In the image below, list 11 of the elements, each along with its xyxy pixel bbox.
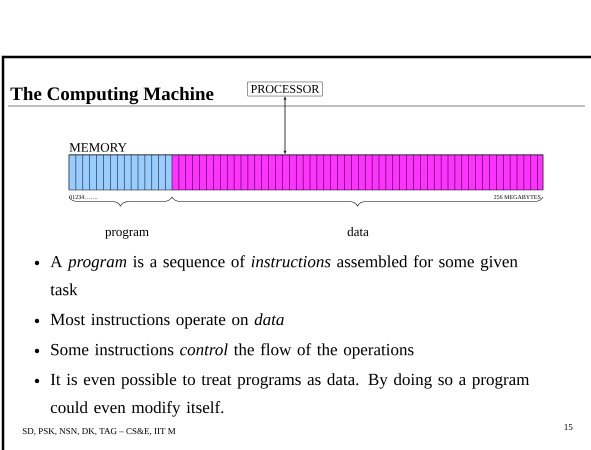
processor-box: PROCESSOR: [247, 82, 323, 96]
bullet-text: It is even possible to treat programs as data. By doing so a program could even modify itself.: [50, 373, 530, 417]
bullet-text: Most instructions operate on data: [50, 313, 284, 329]
brace-label: program: [105, 229, 149, 239]
title: The Computing Machine: [10, 86, 214, 104]
footer-text: SD, PSK, NSN, DK, TAG – CS&E, IIT M: [22, 428, 176, 436]
memory-bar: MEMORY: [68, 143, 544, 190]
node-label: MEMORY: [70, 143, 127, 152]
bullet-text: Some instructions control the flow of the operations: [51, 343, 414, 359]
brace-label: data: [348, 226, 369, 236]
page-number: 15: [564, 424, 572, 430]
